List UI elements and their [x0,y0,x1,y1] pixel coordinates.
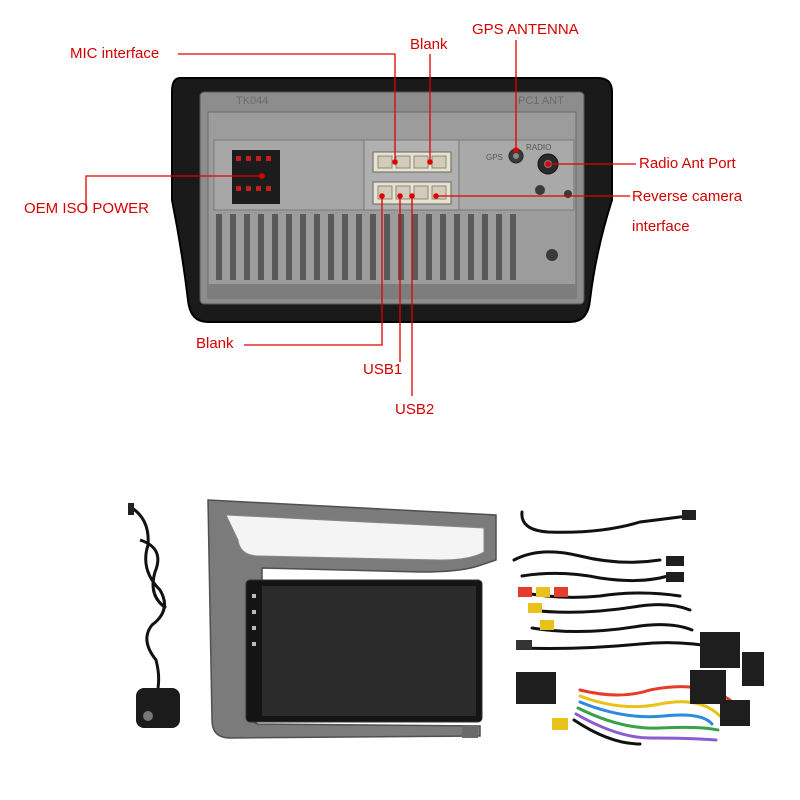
label-usb2: USB2 [395,401,435,418]
label-reverse-camera: Reverse camera [632,188,743,205]
unit-marking-right: PC1 ANT [518,95,564,107]
harness-connectors [516,556,764,726]
label-mic-interface: MIC interface [70,45,160,62]
unit-marking-left: TK044 [236,95,268,107]
label-gps-antenna: GPS ANTENNA [472,21,579,38]
label-blank-bottom: Blank [196,335,234,352]
unit-marking-gps: GPS [486,153,503,162]
rca-plugs [516,587,568,730]
label-usb1: USB1 [363,361,403,378]
unit-marking-radio: RADIO [526,143,551,152]
gps-antenna-accessory [128,503,180,728]
label-reverse-camera-line2: interface [632,218,690,235]
label-radio-ant-port: Radio Ant Port [639,155,736,172]
label-oem-iso-power: OEM ISO POWER [24,200,150,217]
dash-frame-with-screen [207,499,497,739]
head-unit-rear-diagram: TK044 PC1 ANT GPS RADIO [85,40,636,396]
leader-oem [85,175,262,210]
label-blank-top: Blank [410,36,448,53]
leader-mic [178,53,396,162]
leader-blank-bottom [244,196,383,346]
